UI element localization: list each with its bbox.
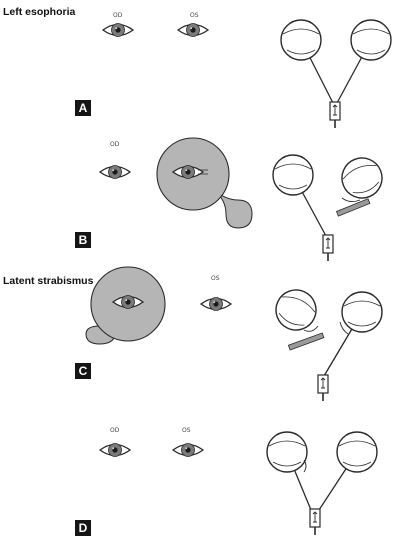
left-globe-d <box>336 431 378 473</box>
right-eye-a <box>102 22 134 38</box>
panel-label-b: B <box>75 232 91 248</box>
right-eye-b <box>99 164 131 180</box>
right-globe-a <box>280 19 322 61</box>
heading-left-esophoria: Left esophoria <box>3 6 76 18</box>
cover-bar-b <box>335 198 371 217</box>
right-globe-d <box>266 431 308 473</box>
left-globe-c <box>341 291 383 333</box>
eye-tag-od-d: OD <box>110 427 120 434</box>
panel-label-a: A <box>75 100 91 116</box>
right-globe-c <box>268 282 324 338</box>
fixation-schematic-a <box>280 19 392 129</box>
deviation-arrow-c-right <box>303 325 319 332</box>
fixation-schematic-d <box>266 431 378 536</box>
deviation-arrow-b <box>341 197 361 203</box>
eye-tag-od-b: OD <box>110 141 120 148</box>
panel-c: OD OS <box>85 266 383 402</box>
panel-a: OD OS <box>102 12 392 129</box>
fixation-target-d <box>309 508 321 536</box>
fixation-target-a <box>329 101 341 129</box>
panel-label-d: D <box>75 520 91 536</box>
eye-tag-os-d: OS <box>182 427 191 434</box>
panel-label-c: C <box>75 363 91 379</box>
cover-bar-c <box>287 332 325 351</box>
panel-b: OD OS <box>99 137 389 262</box>
left-eye-d <box>172 442 204 458</box>
heading-latent-strabismus: Latent strabismus <box>3 275 94 287</box>
right-globe-b <box>272 154 314 196</box>
covered-left-eye-b <box>172 164 208 180</box>
eye-tag-os-c: OS <box>211 275 220 282</box>
deviation-arrow-d <box>303 459 307 473</box>
right-eye-d <box>99 442 131 458</box>
left-globe-b <box>335 151 389 205</box>
fixation-schematic-b <box>272 151 389 262</box>
left-eye-c <box>200 296 232 312</box>
occluder-b <box>156 137 253 229</box>
fixation-target-b <box>322 234 334 262</box>
eye-tag-os-a: OS <box>190 12 199 19</box>
eye-tag-od-a: OD <box>113 12 123 19</box>
left-eye-a <box>177 22 209 38</box>
left-globe-a <box>350 19 392 61</box>
fixation-schematic-c <box>268 282 383 402</box>
deviation-arrow-c-left <box>339 321 349 335</box>
fixation-target-c <box>317 374 329 402</box>
panel-d: OD OS <box>99 427 378 536</box>
